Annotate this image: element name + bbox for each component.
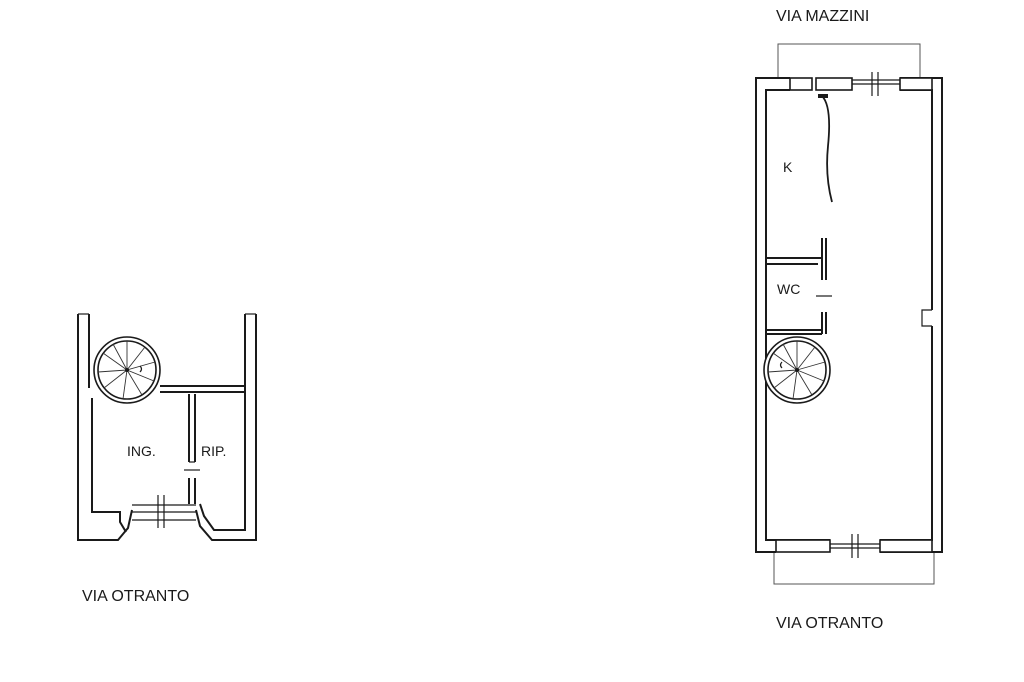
ground-floor-walls [77, 313, 257, 541]
spiral-staircase-icon [763, 336, 831, 404]
room-label-entrance: ING. [127, 443, 156, 459]
balcony-bottom-outline [773, 552, 935, 585]
room-label-storage: RIP. [201, 443, 226, 459]
room-label-bathroom: WC [777, 281, 800, 297]
balcony-top-outline [777, 43, 921, 78]
street-label-top: VIA MAZZINI [776, 8, 869, 25]
street-label-bottom: VIA OTRANTO [776, 615, 883, 632]
first-floor-walls [755, 72, 943, 558]
room-label-kitchen: K [783, 159, 793, 175]
first-floor-plan: K WC VIA MAZZINI VIA OTRANTO [755, 8, 943, 632]
street-label-ground-floor: VIA OTRANTO [82, 588, 189, 605]
ground-floor-plan: ING. RIP. VIA OTRANTO [77, 313, 257, 605]
door-swing-icon [818, 94, 833, 203]
first-floor-partitions [766, 238, 832, 335]
spiral-staircase-icon [93, 336, 161, 404]
ground-floor-partitions [160, 385, 244, 504]
